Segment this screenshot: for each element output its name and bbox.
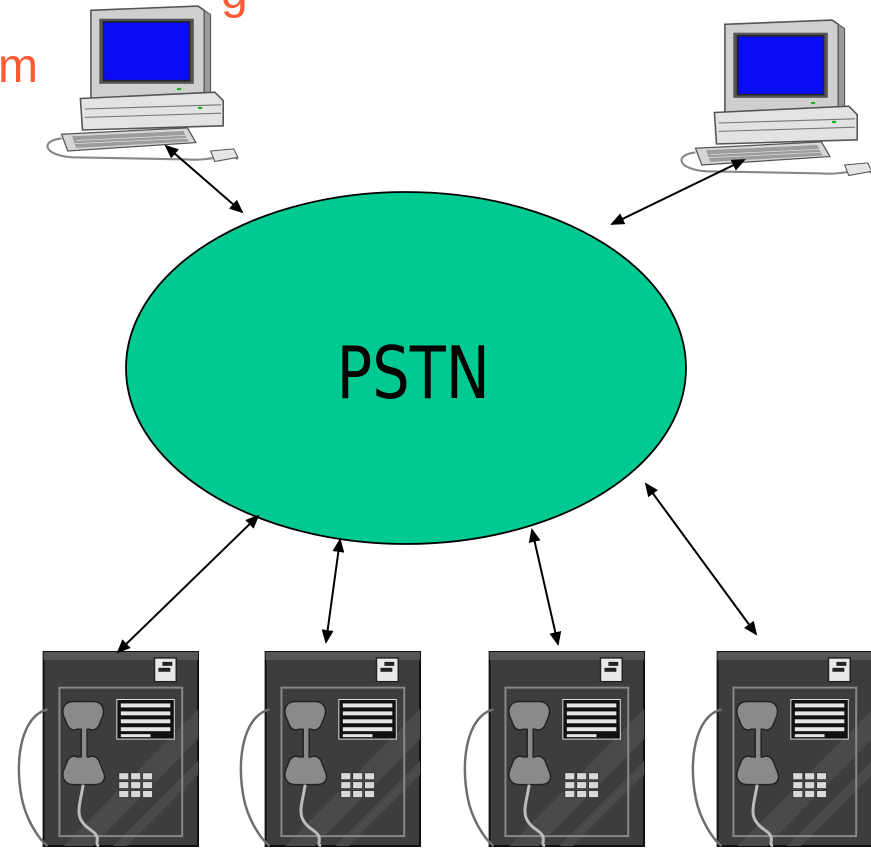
title-fragment-left: m (0, 40, 38, 93)
payphone-icon (17, 650, 200, 848)
payphone-icon (691, 650, 871, 848)
payphone-icon (239, 650, 422, 848)
desktop-computer-icon (680, 19, 871, 177)
connection-arrow (644, 482, 758, 636)
pstn-network-ellipse (125, 191, 687, 545)
connection-arrow (321, 538, 345, 644)
connection-arrow (116, 514, 260, 654)
title-fragment-top: g (221, 0, 248, 19)
connection-arrow (610, 159, 746, 225)
payphone-icon (463, 650, 646, 848)
connection-arrow (164, 144, 244, 214)
pstn-label: PSTN (337, 331, 490, 415)
desktop-computer-icon (46, 5, 239, 163)
connection-arrow (528, 528, 562, 646)
